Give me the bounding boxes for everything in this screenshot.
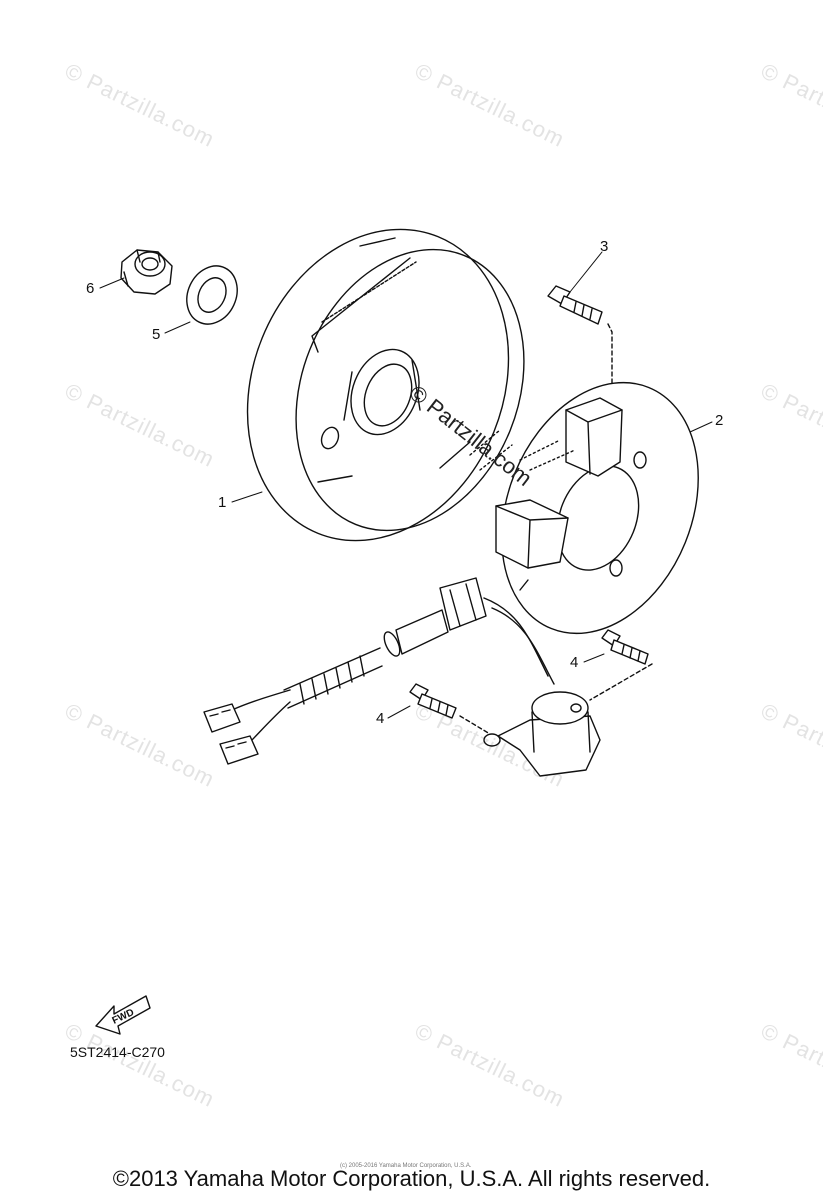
pickup-coil-part [483,691,601,777]
callout-6: 6 [86,280,95,297]
callout-5: 5 [152,326,161,343]
fwd-arrow-icon: FWD [95,995,151,1035]
small-copyright-note: (c) 2005-2016 Yamaha Motor Corporation, … [340,1163,472,1169]
washer-part [186,265,238,325]
figure-code: 5ST2414-C270 [70,1044,165,1060]
callout-4-upper: 4 [570,654,579,671]
callout-1: 1 [218,494,227,511]
callout-3: 3 [600,238,609,255]
connector-part [203,703,259,765]
screw-part-4-lower [409,683,491,735]
stator-part [495,381,699,635]
flywheel-rotor-part [246,228,525,542]
callout-2: 2 [715,412,724,429]
leader-lines [99,251,713,719]
wire-harness-part [231,577,555,743]
nut-part [120,249,173,295]
callout-4-lower: 4 [376,710,385,727]
screw-part-4-upper [589,629,653,701]
copyright-footer: ©2013 Yamaha Motor Corporation, U.S.A. A… [112,1166,711,1191]
